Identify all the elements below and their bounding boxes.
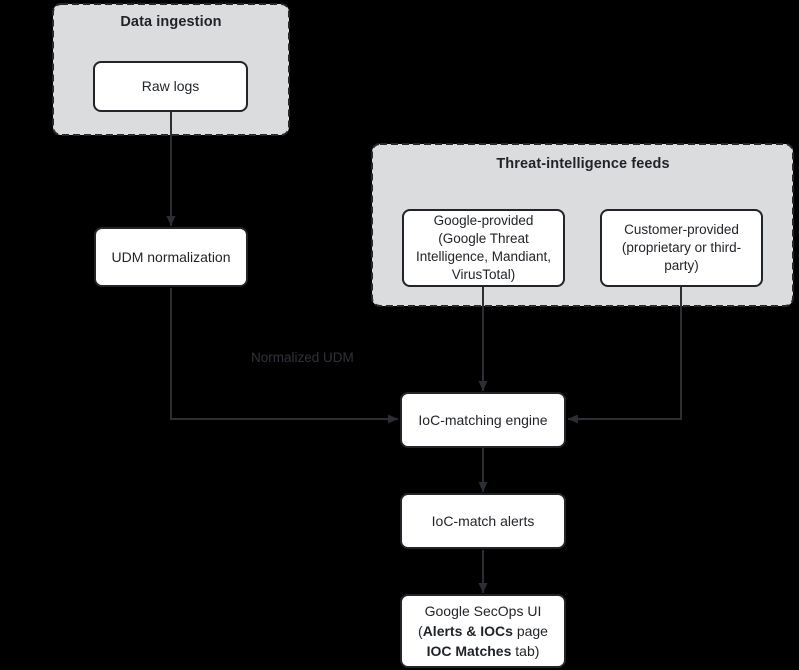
node-label-line: Google-provided (433, 213, 534, 228)
node-label: IoC-match alerts (431, 512, 535, 529)
node-label: IoC-matching engine (418, 411, 548, 428)
node-label-line: Intelligence, Mandiant, (415, 249, 552, 264)
node-label-line: (Google Threat (438, 231, 529, 246)
node-google-secops-ui: Google SecOps UI (Alerts & IOCs page IOC… (400, 594, 566, 668)
node-label-line: (Alerts & IOCs page (418, 621, 548, 641)
edge-udm-normalization-to-ioc-matching-engine (170, 288, 398, 424)
node-label-line: party) (664, 258, 699, 273)
node-ioc-matching-engine: IoC-matching engine (400, 392, 566, 448)
label-segment: tab) (511, 643, 540, 659)
node-label: Raw logs (141, 78, 200, 95)
label-segment: page (512, 623, 548, 639)
node-ioc-match-alerts: IoC-match alerts (400, 493, 566, 549)
node-label: UDM normalization (111, 248, 231, 265)
label-segment: ( (418, 623, 423, 639)
edge-label-normalized-udm: Normalized UDM (251, 350, 354, 365)
node-label-line: VirusTotal) (451, 267, 516, 282)
node-udm-normalization: UDM normalization (94, 227, 248, 287)
label-segment-bold: IOC Matches (426, 643, 512, 659)
node-label-line: (proprietary or third- (621, 240, 742, 255)
node-label-line: Customer-provided (624, 222, 739, 237)
node-customer-provided-feeds: Customer-provided (proprietary or third-… (600, 209, 763, 287)
node-label-line: Google SecOps UI (424, 603, 542, 619)
edge-customer-provided-to-ioc-matching-engine (568, 287, 682, 424)
node-label-line: IOC Matches tab) (427, 641, 540, 661)
label-segment-bold: Alerts & IOCs (422, 623, 513, 639)
node-raw-logs: Raw logs (93, 61, 248, 112)
node-google-provided-feeds: Google-provided (Google Threat Intellige… (402, 209, 565, 287)
group-title-threat-intelligence-feeds: Threat-intelligence feeds (496, 156, 670, 172)
group-title-data-ingestion: Data ingestion (120, 14, 222, 30)
